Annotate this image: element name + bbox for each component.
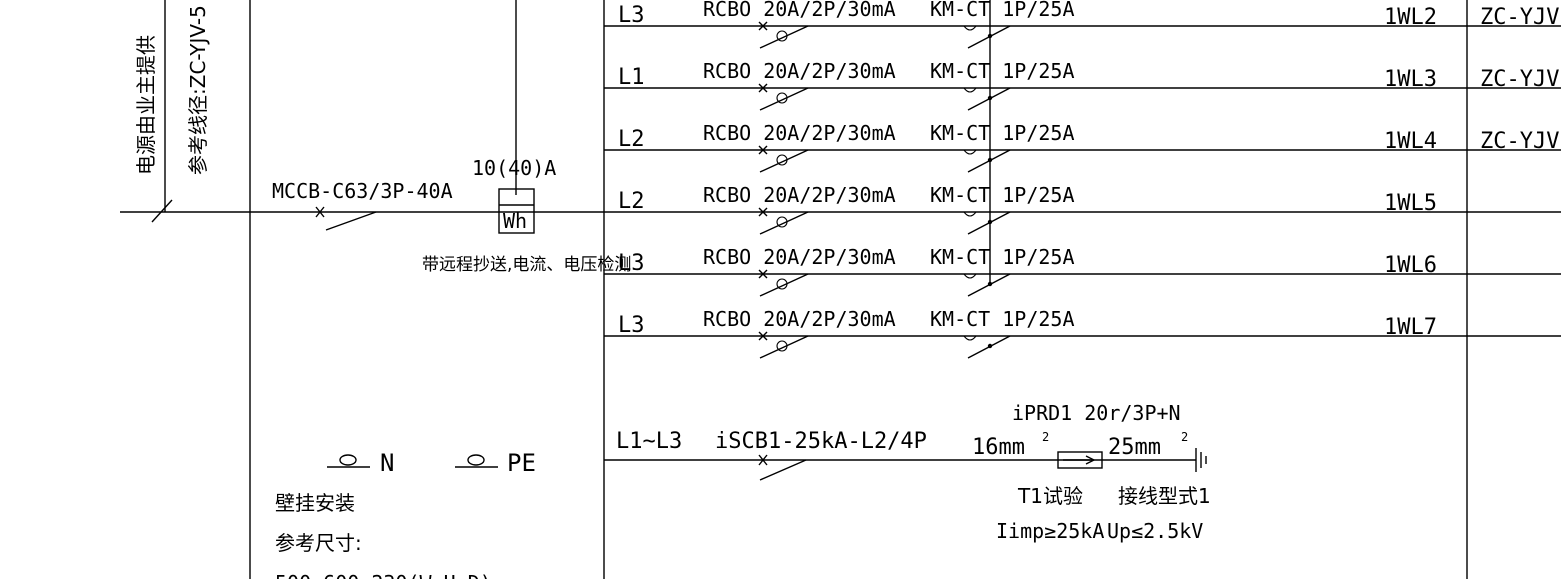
rcbo-trip-icon — [776, 92, 788, 104]
supply-provider-note: 电源由业主提供 — [134, 35, 158, 175]
supply-cable-ref: 参考线径:ZC-YJV-5 — [186, 5, 210, 175]
circuit-id: 1WL2 — [1384, 5, 1437, 30]
contactor-label: KM-CT 1P/25A — [930, 183, 1075, 207]
circuit-cable: ZC-YJV- — [1480, 129, 1561, 154]
contactor-coil-icon — [963, 87, 977, 93]
circuit-breaker-label: RCBO 20A/2P/30mA — [703, 245, 896, 269]
circuit-phase: L2 — [618, 189, 645, 214]
rcbo-trip-icon — [776, 30, 788, 42]
spd-imp: Iimp≥25kA — [996, 519, 1104, 543]
rcbo-trip-icon — [776, 216, 788, 228]
circuit-id: 1WL5 — [1384, 191, 1437, 216]
rcbo-blade — [759, 211, 809, 235]
spd-device — [1057, 451, 1103, 469]
spd-breaker: iSCB1-25kA-L2/4P — [715, 429, 927, 454]
circuit-phase: L3 — [618, 313, 645, 338]
circuit-cable: ZC-YJV- — [1480, 5, 1561, 30]
circuit-phase: L3 — [618, 3, 645, 28]
install-mount: 壁挂安装 — [275, 491, 355, 515]
contactor-label: KM-CT 1P/25A — [930, 59, 1075, 83]
main-breaker-label: MCCB-C63/3P-40A — [272, 179, 453, 203]
install-size-value: 500x600x230(WxHxD) — [275, 571, 492, 579]
circuit-breaker-label: RCBO 20A/2P/30mA — [703, 307, 896, 331]
rcbo-blade — [759, 149, 809, 173]
spd-phase: L1~L3 — [616, 429, 682, 454]
rcbo-blade — [759, 273, 809, 297]
circuit-row: L2 RCBO 20A/2P/30mA KM-CT 1P/25A 1WL4 ZC-YJV… — [604, 121, 1561, 173]
circuit-breaker-label: RCBO 20A/2P/30mA — [703, 59, 896, 83]
rcbo-trip-icon — [776, 154, 788, 166]
spd-wire-in-sup: 2 — [1042, 430, 1049, 444]
earth-terminal-icon — [467, 454, 485, 466]
contactor-coil-icon — [963, 273, 977, 279]
circuit-id: 1WL7 — [1384, 315, 1437, 340]
meter-symbol: Wh — [503, 209, 527, 233]
circuit-row: L2 RCBO 20A/2P/30mA KM-CT 1P/25A 1WL5 — [604, 183, 1561, 235]
neutral-label: N — [380, 449, 394, 477]
circuit-id: 1WL3 — [1384, 67, 1437, 92]
rcbo-blade — [759, 335, 809, 359]
circuit-row: L1 RCBO 20A/2P/30mA KM-CT 1P/25A 1WL3 ZC-YJV… — [604, 59, 1561, 111]
spd-test-class: T1试验 — [1017, 484, 1083, 508]
circuit-row: L3 RCBO 20A/2P/30mA KM-CT 1P/25A 1WL6 — [604, 245, 1561, 297]
rcbo-blade — [759, 87, 809, 111]
install-size-title: 参考尺寸: — [275, 531, 362, 555]
meter-note: 带远程抄送,电流、电压检测 — [422, 255, 631, 275]
contactor-coil-icon — [963, 149, 977, 155]
spd-wiring-type: 接线型式1 — [1118, 484, 1211, 508]
neutral-terminal-icon — [339, 454, 357, 466]
circuit-breaker-label: RCBO 20A/2P/30mA — [703, 183, 896, 207]
circuit-id: 1WL4 — [1384, 129, 1437, 154]
rcbo-blade — [759, 25, 809, 49]
circuit-phase: L3 — [618, 251, 645, 276]
contactor-coil-icon — [963, 25, 977, 31]
terminals: N PE — [327, 449, 536, 477]
spd-breaker-blade — [759, 459, 807, 481]
meter-box — [498, 188, 535, 234]
contactor-coil-icon — [963, 335, 977, 341]
circuit-phase: L1 — [618, 65, 645, 90]
incoming-tick — [151, 199, 173, 223]
main-breaker-blade — [325, 211, 377, 231]
circuit-breaker-label: RCBO 20A/2P/30mA — [703, 0, 896, 21]
spd-wire-out-sup: 2 — [1181, 430, 1188, 444]
circuit-row: L3 RCBO 20A/2P/30mA KM-CT 1P/25A 1WL7 — [604, 307, 1561, 359]
contactor-label: KM-CT 1P/25A — [930, 307, 1075, 331]
contactor-label: KM-CT 1P/25A — [930, 245, 1075, 269]
contactor-label: KM-CT 1P/25A — [930, 0, 1075, 21]
spd-wire-in: 16mm — [972, 435, 1025, 460]
energy-meter: 10(40)A Wh 带远程抄送,电流、电压检测 — [422, 0, 631, 275]
contactor-coil-icon — [963, 211, 977, 217]
earth-label: PE — [507, 449, 536, 477]
spd-circuit: L1~L3 iSCB1-25kA-L2/4P iPRD1 20r/3P+N 16… — [604, 401, 1211, 543]
spd-label: iPRD1 20r/3P+N — [1012, 401, 1181, 425]
circuit-cable: ZC-YJV- — [1480, 67, 1561, 92]
contactor-label: KM-CT 1P/25A — [930, 121, 1075, 145]
main-breaker: MCCB-C63/3P-40A — [272, 179, 453, 231]
spd-wire-out: 25mm — [1108, 435, 1161, 460]
installation-notes: 壁挂安装 参考尺寸: 500x600x230(WxHxD) — [275, 491, 492, 579]
circuit-breaker-label: RCBO 20A/2P/30mA — [703, 121, 896, 145]
rcbo-trip-icon — [776, 340, 788, 352]
circuit-phase: L2 — [618, 127, 645, 152]
meter-rating: 10(40)A — [472, 156, 556, 180]
circuit-id: 1WL6 — [1384, 253, 1437, 278]
rcbo-trip-icon — [776, 278, 788, 290]
supply-section: 电源由业主提供 参考线径:ZC-YJV-5 — [120, 0, 604, 579]
spd-up: Up≤2.5kV — [1107, 519, 1203, 543]
circuit-row: L3 RCBO 20A/2P/30mA KM-CT 1P/25A 1WL2 ZC-YJV… — [604, 0, 1561, 49]
